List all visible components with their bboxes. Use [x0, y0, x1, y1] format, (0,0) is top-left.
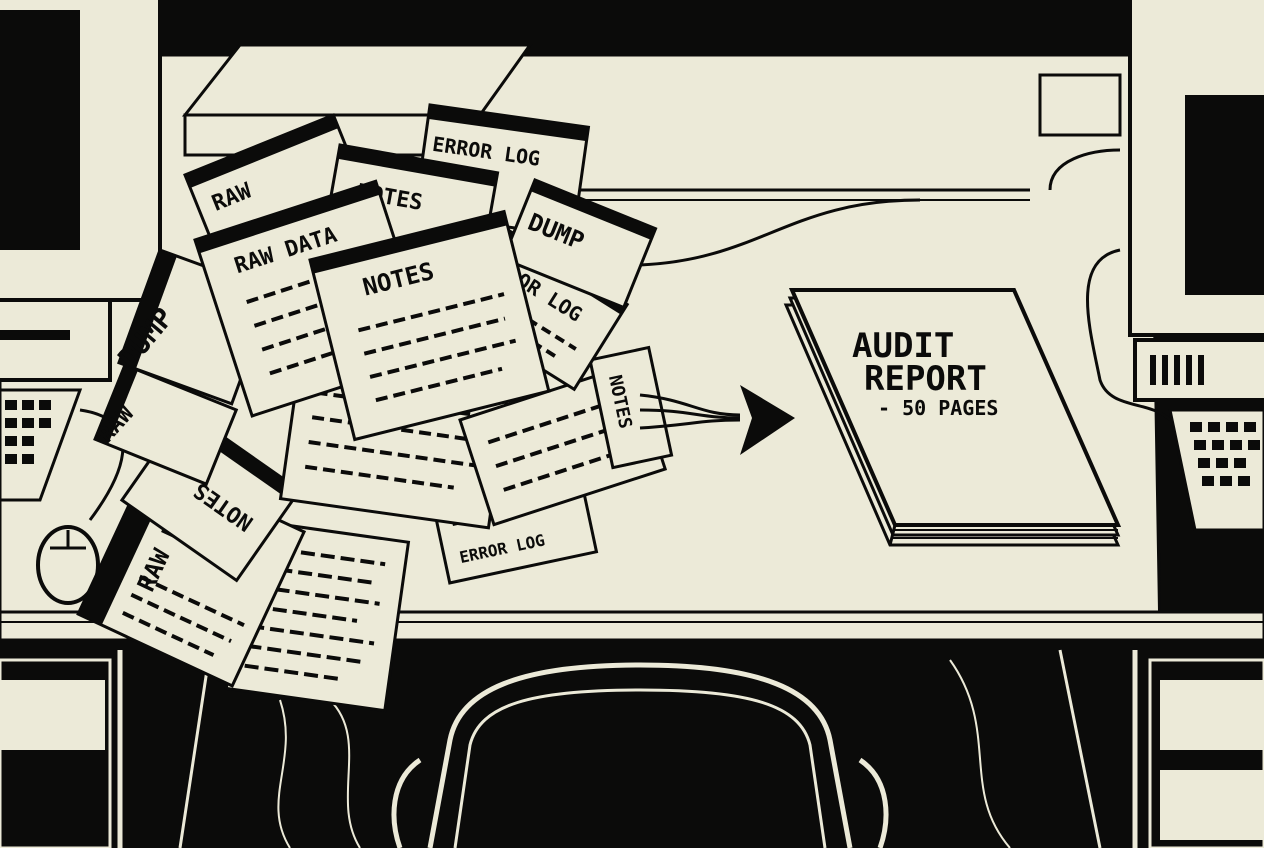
document-pile: ERROR LOG RAW DATA NOTES RAW	[76, 103, 674, 713]
report-title-line1: AUDIT	[852, 326, 954, 366]
document-dump-top: DUMP	[501, 178, 658, 310]
arrow-right-icon	[639, 385, 795, 455]
mouse-icon	[36, 408, 125, 605]
under-desk	[0, 649, 1264, 848]
keyboard-left-icon	[0, 388, 83, 502]
document-notes-main: NOTES	[308, 209, 551, 442]
report-title-line2: REPORT	[864, 359, 987, 399]
document-raw-left: RAW	[93, 363, 239, 487]
monitor-right-icon	[1038, 0, 1264, 422]
report-subtitle: - 50 PAGES	[878, 396, 998, 420]
document-notes-side: NOTES	[588, 345, 674, 470]
keyboard-right-icon	[1168, 408, 1264, 532]
audit-report-book: AUDIT REPORT - 50 PAGES	[783, 288, 1122, 547]
monitor-left-icon	[0, 0, 162, 382]
office-chair-icon	[391, 662, 889, 848]
